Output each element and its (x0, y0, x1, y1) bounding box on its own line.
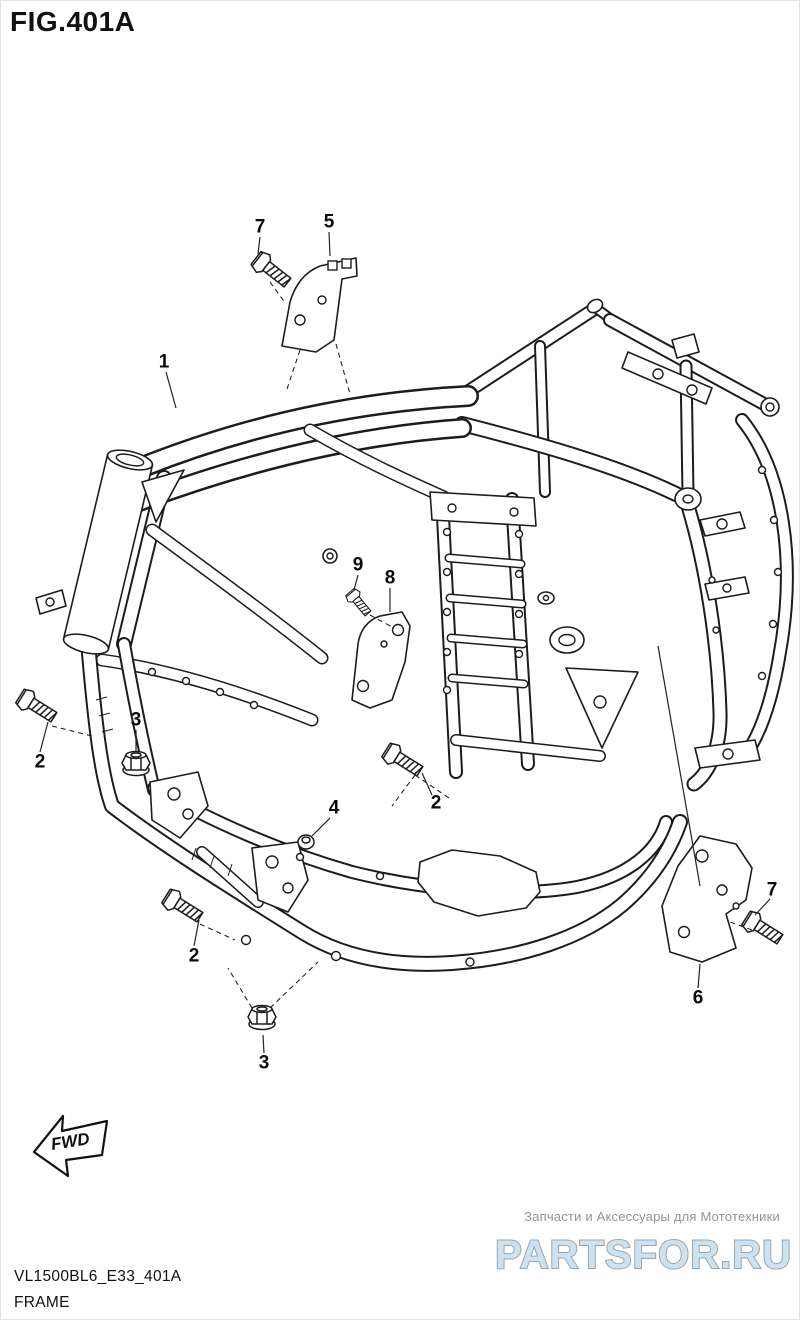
bracket-part-5 (281, 257, 358, 353)
watermark: Запчасти и Аксессуары для Мототехники PA… (494, 1209, 792, 1278)
nut-part-3-left (121, 750, 151, 777)
head-tube (35, 449, 185, 733)
watermark-logo: PARTSFOR.RU (495, 1233, 792, 1277)
figure-title: FIG.401A (10, 6, 136, 37)
frame-holes (147, 465, 783, 967)
bracket-part-6 (661, 835, 753, 963)
damper-part-4 (297, 834, 315, 850)
bolt-part-7-right (739, 907, 787, 950)
watermark-tagline: Запчасти и Аксессуары для Мототехники (524, 1209, 780, 1224)
figure-name: FRAME (14, 1294, 70, 1311)
bolt-part-2-left (13, 685, 61, 728)
nut-part-3-bottom (247, 1004, 277, 1031)
engine-guard (417, 849, 541, 917)
fwd-arrow: FWD (32, 1114, 109, 1178)
bolt-part-2-middle (379, 739, 427, 782)
bracket-part-8 (351, 611, 411, 709)
screw-part-9 (343, 586, 375, 619)
leader-lines (39, 231, 771, 1054)
part-code: VL1500BL6_E33_401A (14, 1268, 182, 1285)
frame-fittings (149, 298, 780, 913)
